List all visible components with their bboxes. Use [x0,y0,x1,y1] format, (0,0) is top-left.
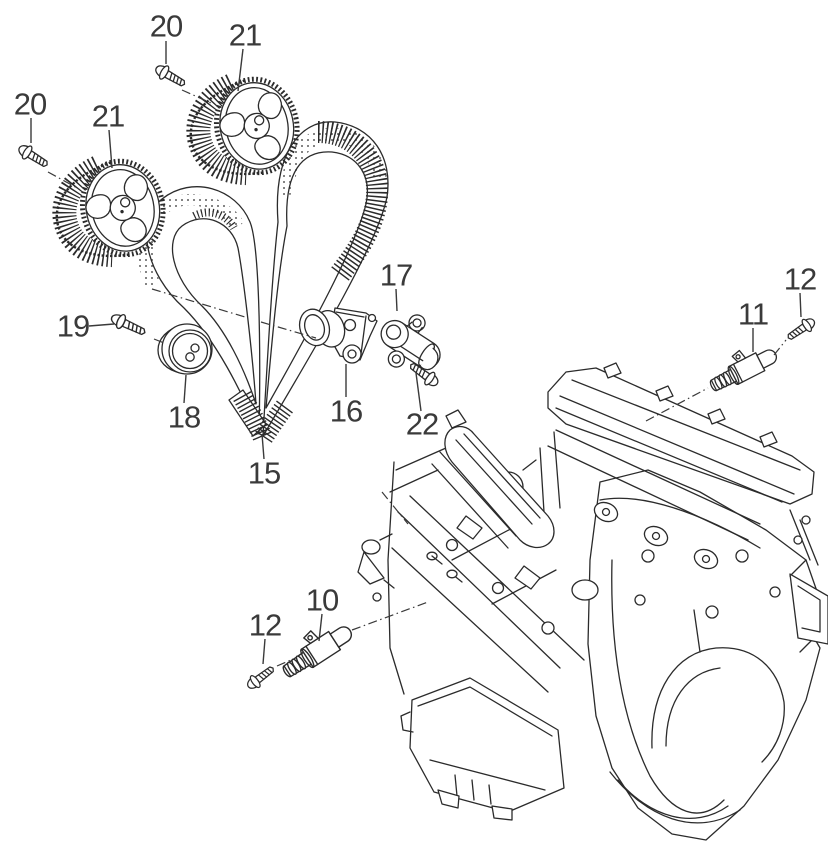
tensioner-pulley [298,307,378,364]
bolt-20-left [14,140,52,172]
cylinder-block [387,431,599,695]
bolt-20-top [151,60,189,92]
left-valve-cover [431,409,555,549]
assembly-axis-lines [47,89,787,667]
bolt-19 [108,309,149,341]
callout-12-right[interactable]: 12 [783,261,817,297]
callout-19[interactable]: 19 [56,308,90,344]
callout-17[interactable]: 17 [379,257,413,293]
callout-10[interactable]: 10 [305,582,339,618]
callout-20-left[interactable]: 20 [13,86,47,122]
bolt-12-right [783,314,819,345]
callout-22[interactable]: 22 [405,406,439,442]
oil-control-valve-10 [272,612,357,683]
callout-16[interactable]: 16 [329,393,363,429]
callout-21-left[interactable]: 21 [91,98,125,134]
callout-21-top[interactable]: 21 [228,17,262,53]
idler-pulley [157,323,213,375]
timing-belt [137,121,389,460]
auto-tensioner [380,314,441,371]
callout-11[interactable]: 11 [737,296,769,332]
right-valve-cover [547,362,819,570]
callout-12-left[interactable]: 12 [248,607,282,643]
callout-18[interactable]: 18 [167,399,201,435]
oil-control-valve-11 [702,335,781,397]
callout-20-top[interactable]: 20 [149,8,183,44]
bolt-12-left [243,661,278,693]
engine-misc-left [357,533,395,602]
callout-leader-lines [30,41,802,665]
bell-housing [587,469,828,841]
engine-assembly [357,362,828,841]
oil-pan [400,677,565,821]
callout-15[interactable]: 15 [247,455,281,491]
